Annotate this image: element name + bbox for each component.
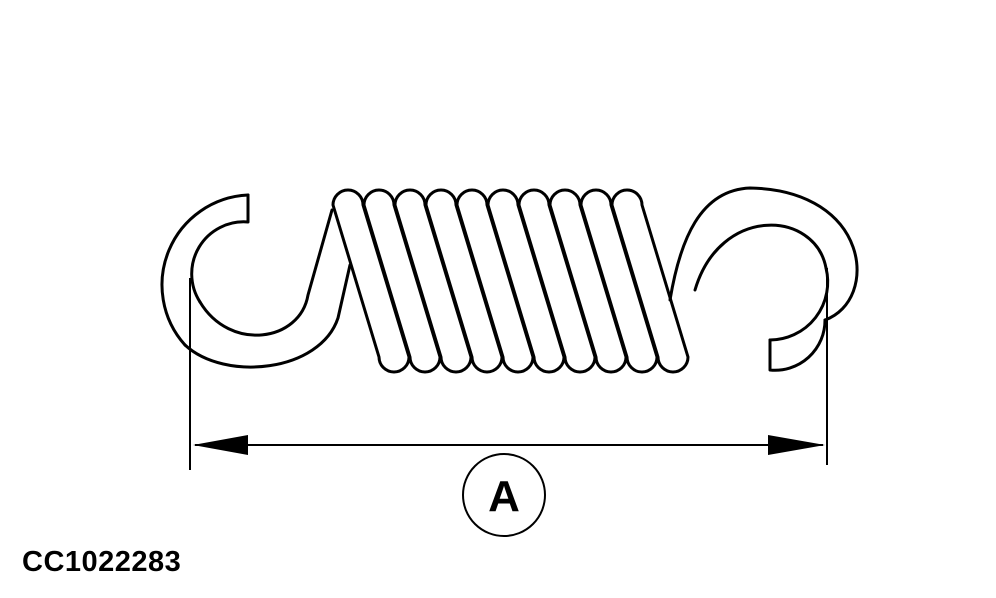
figure-id-label: CC1022283 <box>22 546 182 578</box>
right-hook <box>668 186 859 372</box>
dimension-label-circle <box>462 453 546 537</box>
dimension-a: A <box>189 268 828 537</box>
left-hook <box>160 193 352 369</box>
dimension-label: A <box>488 472 520 521</box>
coil-turn <box>610 188 690 374</box>
left-arrowhead <box>193 435 248 455</box>
right-arrowhead <box>768 435 825 455</box>
coil-body <box>331 188 690 374</box>
